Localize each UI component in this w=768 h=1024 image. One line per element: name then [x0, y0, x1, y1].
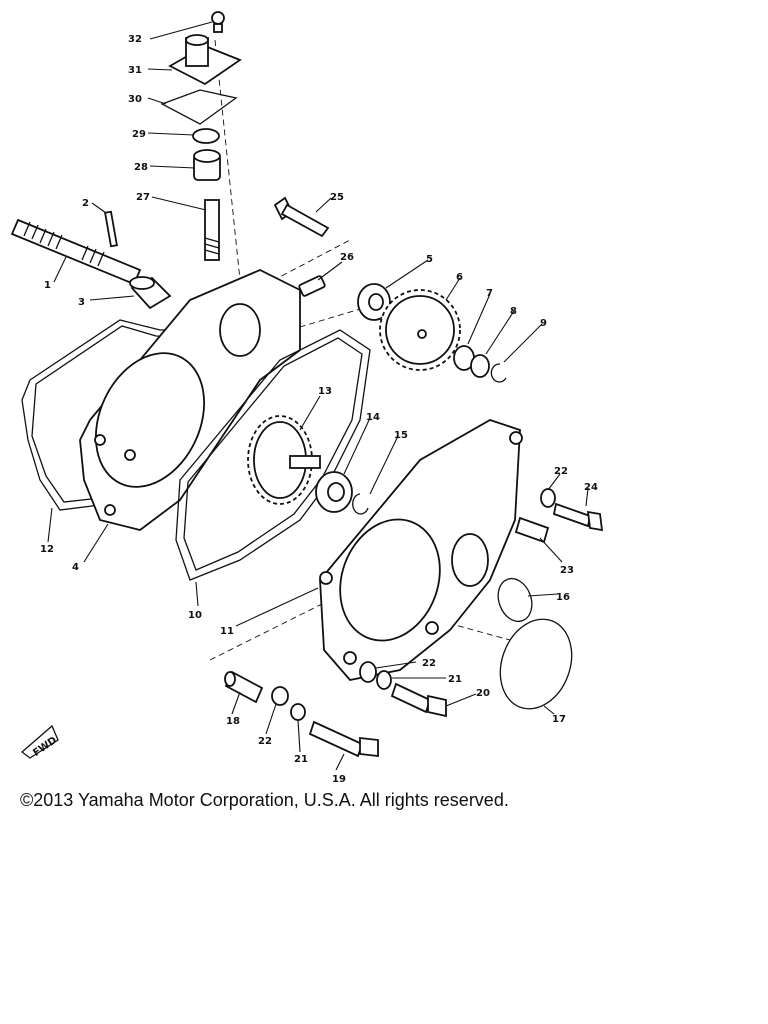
callout-19: 19: [332, 774, 346, 785]
part-29-seal: [192, 128, 220, 144]
part-19-bolt: [308, 720, 379, 758]
callout-25: 25: [330, 192, 344, 203]
part-30-gasket: [160, 89, 238, 125]
callout-15: 15: [394, 430, 408, 441]
callout-1: 1: [44, 280, 51, 291]
part-1-worm-shaft: [10, 218, 142, 286]
callout-6: 6: [456, 272, 463, 283]
callout-10: 10: [188, 610, 202, 621]
callout-4: 4: [72, 562, 79, 573]
callout-8: 8: [510, 306, 517, 317]
part-9-clip: [490, 363, 507, 383]
callout-5: 5: [426, 254, 433, 265]
callout-31: 31: [128, 65, 142, 76]
part-5-bearing: [357, 283, 391, 321]
callout-2: 2: [82, 198, 89, 209]
part-17-o-ring: [499, 618, 573, 710]
callout-21a: 21: [448, 674, 462, 685]
callout-16: 16: [556, 592, 570, 603]
part-6-gear: [379, 289, 461, 371]
copyright-notice: ©2013 Yamaha Motor Corporation, U.S.A. A…: [20, 790, 509, 810]
part-22-washer-c: [271, 686, 289, 706]
callout-22c: 22: [258, 736, 272, 747]
callout-12: 12: [40, 544, 54, 555]
part-14-bearing: [315, 471, 353, 513]
callout-28: 28: [134, 162, 148, 173]
callout-23: 23: [560, 565, 574, 576]
part-27-shaft: [204, 199, 220, 261]
callout-17: 17: [552, 714, 566, 725]
callout-7: 7: [486, 288, 493, 299]
callout-9: 9: [540, 318, 547, 329]
part-13-gear: [247, 415, 321, 505]
callout-18: 18: [226, 716, 240, 727]
part-11-cover: [319, 419, 523, 681]
part-8-washer: [470, 354, 490, 378]
callout-22a: 22: [554, 466, 568, 477]
part-25-bolt: [273, 196, 330, 238]
part-2-pin: [104, 210, 118, 248]
callout-11: 11: [220, 626, 234, 637]
callout-29: 29: [132, 129, 146, 140]
part-21-washer-b: [290, 703, 306, 721]
exploded-parts-diagram: FWD 32: [10, 11, 604, 785]
part-31-flange: [168, 34, 242, 86]
callout-3: 3: [78, 297, 85, 308]
part-18-dowel-pin: [224, 670, 264, 704]
part-21-washer: [376, 670, 392, 690]
part-3-collar: [129, 276, 172, 310]
part-32-screw: [211, 11, 225, 33]
callout-14: 14: [366, 412, 380, 423]
part-16-circlip: [497, 577, 533, 623]
callout-26: 26: [340, 252, 354, 263]
callout-24: 24: [584, 482, 598, 493]
callout-20: 20: [476, 688, 490, 699]
callout-30: 30: [128, 94, 142, 105]
part-24-bolt: [552, 502, 604, 532]
callout-22b: 22: [422, 658, 436, 669]
fwd-label: FWD: [31, 735, 59, 759]
callout-21b: 21: [294, 754, 308, 765]
part-15-clip: [352, 493, 369, 515]
part-22-washer-b: [359, 661, 377, 683]
leader-lines: [47, 21, 589, 771]
part-26-bolt: [298, 275, 326, 297]
part-4-housing: [79, 269, 301, 531]
callout-32: 32: [128, 34, 142, 45]
part-20-bolt: [390, 682, 447, 718]
callout-27: 27: [136, 192, 150, 203]
part-22-washer: [540, 488, 556, 508]
callout-13: 13: [318, 386, 332, 397]
part-28-bushing: [193, 149, 221, 181]
part-23-bolt: [514, 516, 550, 544]
fwd-arrow-icon: FWD: [20, 724, 59, 759]
